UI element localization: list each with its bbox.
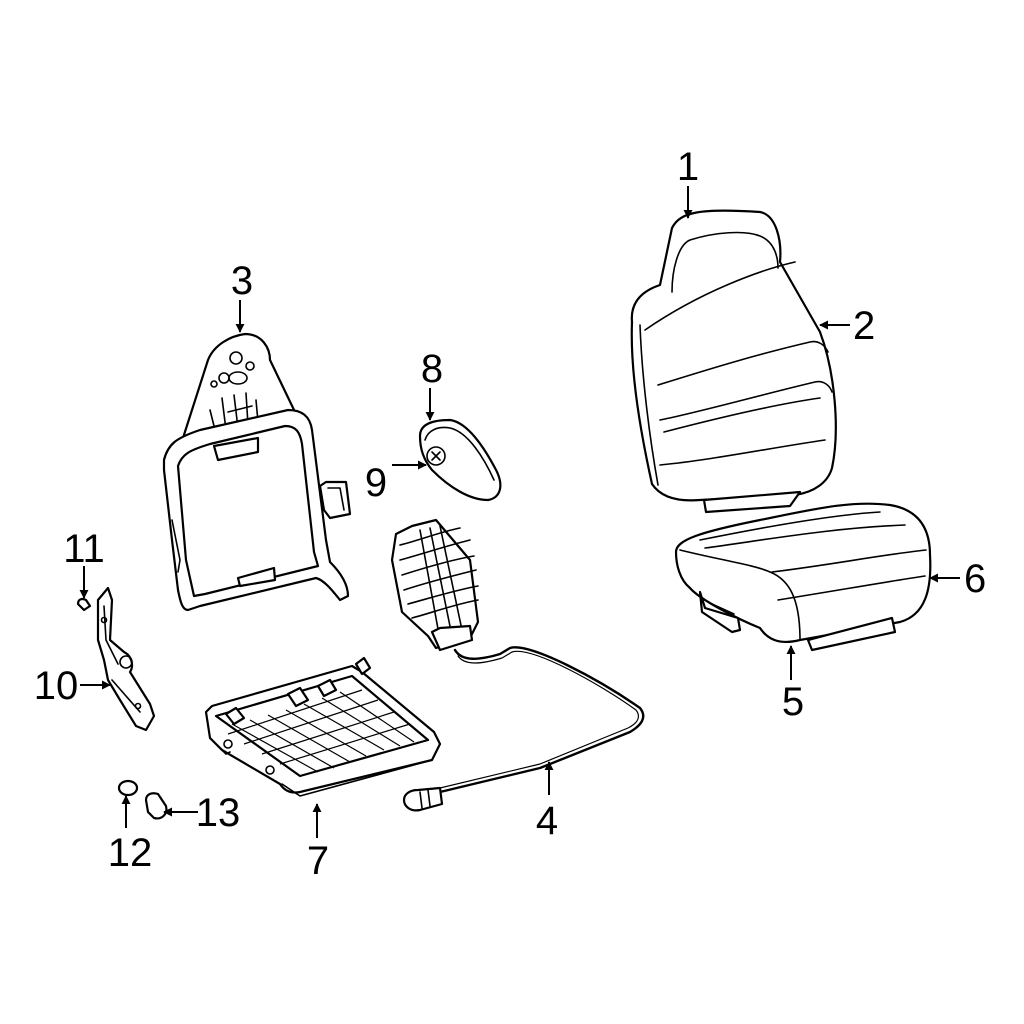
callout-7: 7 (307, 839, 329, 883)
callout-9: 9 (365, 461, 387, 505)
leader-lines (79, 186, 960, 838)
seat-back-frame[interactable] (162, 332, 352, 612)
recliner-handle-cover[interactable] (418, 418, 502, 502)
callout-10: 10 (34, 664, 79, 708)
seat-back-assembly[interactable] (630, 209, 837, 514)
callout-11: 11 (63, 527, 105, 571)
lumbar-support-mat[interactable] (390, 518, 480, 652)
callout-labels: 1 2 3 4 5 6 7 8 9 11 10 12 13 (34, 145, 987, 883)
seat-cushion-frame[interactable] (204, 656, 442, 797)
side-mounting-bracket[interactable] (76, 586, 156, 732)
callout-13: 13 (196, 791, 241, 835)
hinge-cover[interactable] (144, 792, 168, 820)
callout-12: 12 (108, 831, 153, 875)
trim-cap[interactable] (117, 779, 139, 797)
callout-6: 6 (964, 557, 986, 601)
callout-2: 2 (853, 304, 875, 348)
heater-cable[interactable] (402, 646, 645, 812)
seat-cushion-assembly[interactable] (674, 502, 932, 652)
callout-5: 5 (782, 680, 804, 724)
callout-1: 1 (677, 145, 699, 189)
callout-4: 4 (536, 799, 558, 843)
callout-3: 3 (231, 259, 253, 303)
callout-8: 8 (421, 347, 443, 391)
